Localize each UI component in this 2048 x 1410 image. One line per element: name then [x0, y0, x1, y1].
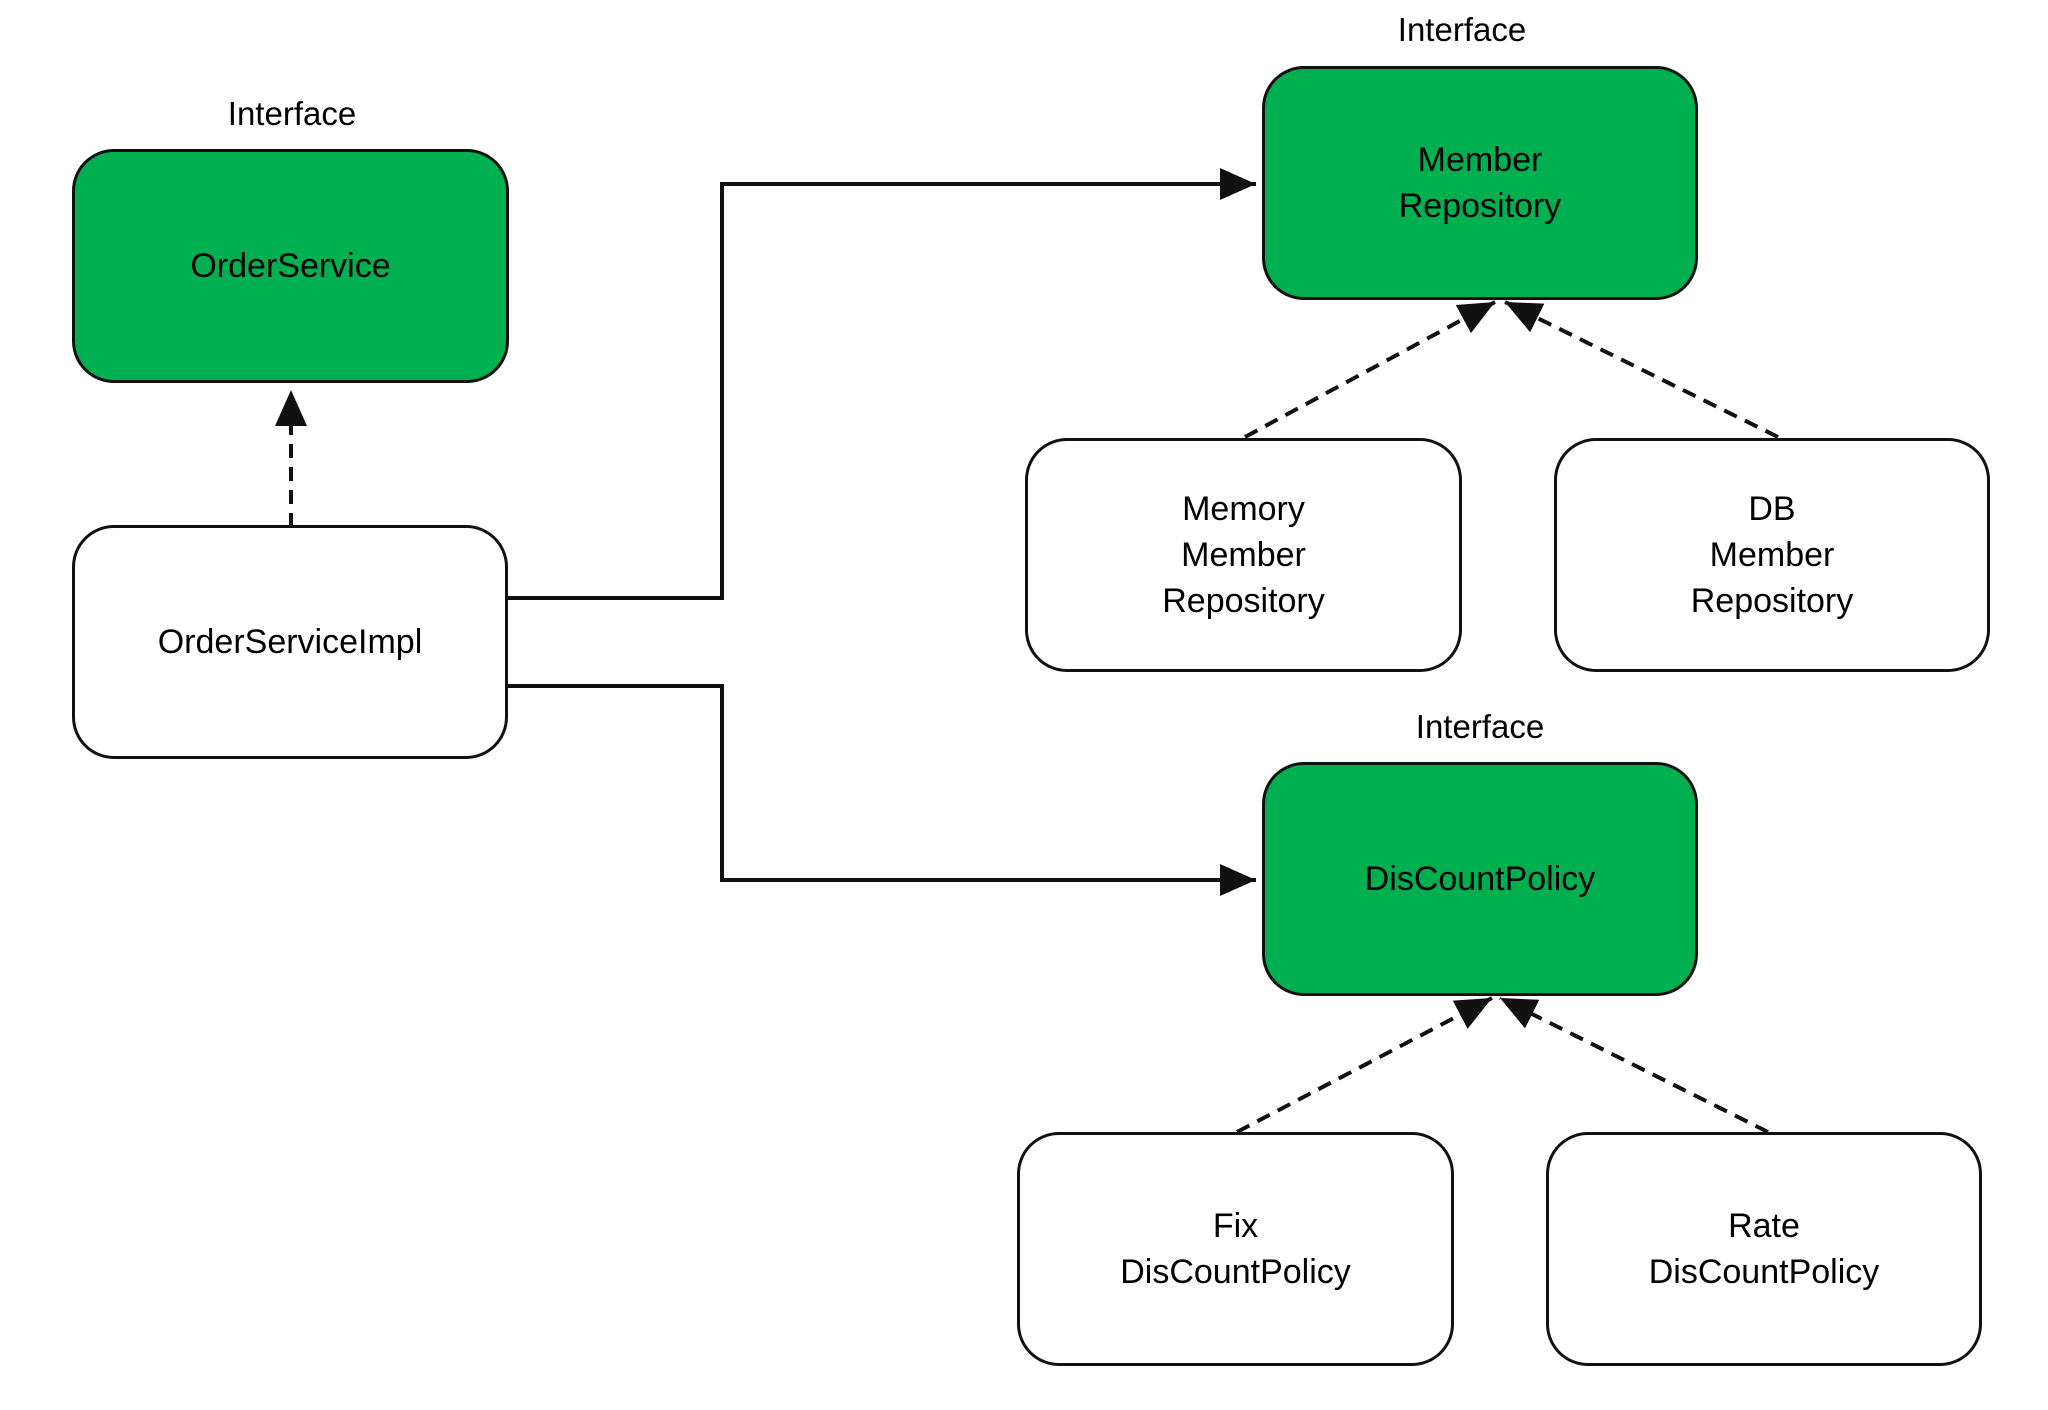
discountpolicy-interface-box[interactable]: DisCountPolicy: [1262, 762, 1698, 996]
orderservice-interface-box[interactable]: OrderService: [72, 149, 509, 383]
edge-memory-implements-memberrepository: [1244, 300, 1496, 439]
ratediscountpolicy-box[interactable]: Rate DisCountPolicy: [1546, 1132, 1982, 1366]
orderserviceimpl-label: OrderServiceImpl: [157, 623, 423, 661]
edge-fix-implements-discountpolicy: [1236, 996, 1493, 1134]
dbmemberrepository-box[interactable]: DB Member Repository: [1554, 438, 1990, 672]
orderserviceimpl-box[interactable]: OrderServiceImpl: [72, 525, 508, 759]
edge-rate-implements-discountpolicy: [1499, 996, 1769, 1134]
discountpolicy-label: DisCountPolicy: [1364, 860, 1596, 898]
edge-orderserviceimpl-uses-discountpolicy: [508, 684, 1256, 896]
edge-db-implements-memberrepository: [1504, 300, 1779, 439]
ratediscountpolicy-label: Rate DisCountPolicy: [1648, 1207, 1880, 1291]
memorymemberrepository-label: Memory Member Repository: [1162, 490, 1325, 620]
discountpolicy-stereotype-label: Interface: [1415, 708, 1545, 745]
dbmemberrepository-label: DB Member Repository: [1690, 490, 1854, 620]
memberrepository-stereotype-label: Interface: [1397, 11, 1527, 48]
edge-orderserviceimpl-uses-memberrepository: [508, 168, 1256, 600]
memberrepository-interface-box[interactable]: Member Repository: [1262, 66, 1698, 300]
orderservice-stereotype-label: Interface: [227, 95, 357, 132]
memorymemberrepository-box[interactable]: Memory Member Repository: [1025, 438, 1462, 672]
fixdiscountpolicy-box[interactable]: Fix DisCountPolicy: [1017, 1132, 1454, 1366]
orderservice-label: OrderService: [190, 247, 391, 285]
fixdiscountpolicy-label: Fix DisCountPolicy: [1120, 1207, 1351, 1291]
memberrepository-label: Member Repository: [1398, 141, 1562, 225]
